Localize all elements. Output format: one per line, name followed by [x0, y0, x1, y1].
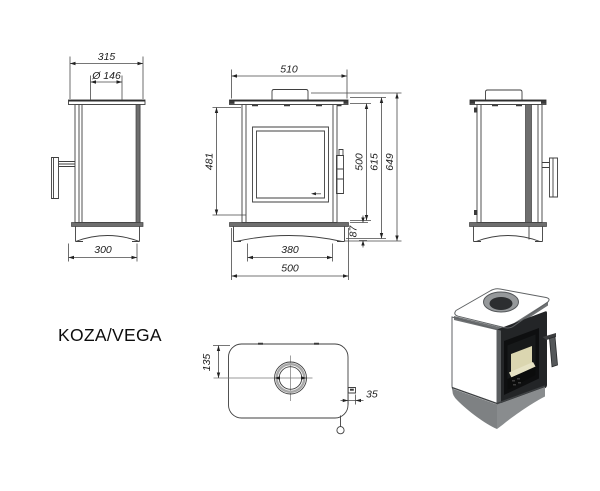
- side-right-outline: [473, 89, 558, 242]
- dim-label: 510: [280, 64, 298, 76]
- arrowhead: [341, 74, 347, 78]
- dim-lines: [231, 228, 349, 280]
- top-plate-edge: [454, 301, 548, 333]
- front-bottom-plate: [229, 222, 349, 227]
- front-plate-ticks: [229, 100, 348, 107]
- arrowhead: [361, 217, 365, 223]
- dim-615: 615: [346, 97, 386, 239]
- dim-label: 500: [354, 153, 366, 171]
- arrowhead: [216, 372, 221, 378]
- dim-label: 649: [384, 153, 396, 171]
- arrowhead: [379, 97, 384, 103]
- arrowhead: [231, 74, 237, 78]
- front-corner-shade: [497, 329, 501, 407]
- dim-380: 380: [247, 243, 333, 262]
- dim-lines: [350, 103, 371, 221]
- arrowhead: [355, 398, 361, 403]
- top-view-body: [228, 343, 349, 419]
- dim-label: 315: [98, 51, 116, 63]
- dim-label: 35: [366, 389, 378, 401]
- arrowhead: [214, 209, 219, 215]
- arrowhead: [231, 274, 237, 278]
- base-side-face: [452, 388, 497, 429]
- dim-649: 649: [311, 92, 402, 242]
- dim-35: 35: [340, 389, 378, 405]
- dim-flue-diameter: Ø 146: [90, 70, 123, 100]
- side-right-door-strip: [525, 104, 532, 223]
- dim-500-right: 500: [350, 103, 371, 221]
- door-handle-front: [336, 149, 344, 194]
- product-photo: [451, 288, 558, 429]
- side-view-left: 315 Ø 146 300: [51, 51, 146, 262]
- flue-collar-hole: [489, 297, 513, 310]
- arrowhead: [361, 240, 365, 246]
- dim-label: 300: [94, 244, 112, 256]
- arrowhead: [395, 235, 399, 241]
- base-front-face: [497, 387, 545, 429]
- arrowhead: [247, 255, 253, 260]
- arrowhead: [327, 255, 333, 260]
- model-name: KOZA/VEGA: [58, 325, 162, 345]
- side-left-bottom-plate: [71, 222, 144, 227]
- dim-label: 615: [369, 153, 381, 171]
- dim-lines: [212, 107, 246, 216]
- side-right-bottom-plate: [469, 222, 547, 227]
- arrowhead: [116, 80, 122, 84]
- side-left-door-strip: [135, 104, 141, 223]
- arrowhead: [364, 103, 369, 109]
- dim-lines: [69, 56, 144, 99]
- dim-481: 481: [204, 107, 246, 216]
- handle-knob: [336, 426, 345, 435]
- arrowhead: [301, 376, 307, 380]
- door-latch: [347, 387, 356, 394]
- dim-135: 135: [201, 345, 230, 378]
- arrowhead: [214, 107, 219, 113]
- side-view-right: [469, 89, 558, 242]
- stove-handle-bar: [549, 336, 558, 368]
- arrowhead: [379, 233, 384, 239]
- dim-300: 300: [68, 243, 138, 262]
- arrowhead: [395, 93, 399, 99]
- arrowhead: [364, 215, 369, 221]
- dim-500-bottom: 500: [231, 228, 349, 280]
- arrowhead: [274, 376, 280, 380]
- arrowhead: [68, 255, 74, 260]
- arrowhead: [131, 255, 137, 260]
- dim-lines: [213, 345, 230, 378]
- dim-label: 135: [201, 354, 213, 372]
- dim-lines: [346, 97, 386, 239]
- dim-lines: [247, 243, 333, 262]
- dim-lines: [231, 69, 348, 99]
- firebox-back-wall: [511, 346, 532, 373]
- side-left-outline: [51, 104, 141, 242]
- front-outline: [233, 89, 345, 242]
- dim-87: 87: [348, 215, 368, 248]
- dim-lines: [311, 92, 402, 242]
- arrowhead: [137, 61, 143, 66]
- firebox-floor: [509, 362, 536, 378]
- dim-label: Ø 146: [91, 70, 121, 82]
- arrowhead: [90, 80, 96, 84]
- dim-label: 87: [348, 225, 360, 238]
- arrowhead: [216, 345, 221, 351]
- body-base-seam: [451, 385, 546, 405]
- stove-top-plate: [454, 288, 550, 329]
- airflow-arrow-icon: [311, 192, 316, 196]
- dim-label: 380: [281, 244, 299, 256]
- stove-handle-bracket: [542, 333, 556, 340]
- dim-315: 315: [69, 51, 144, 99]
- dim-label: 500: [281, 263, 299, 275]
- front-view: 510 481 500 615: [204, 64, 402, 280]
- top-view: 135 35: [201, 342, 378, 435]
- dim-label: 481: [204, 153, 216, 171]
- arrowhead: [342, 398, 349, 403]
- arrowhead: [343, 274, 349, 278]
- arrowhead: [70, 61, 76, 66]
- door-latch-inner: [350, 388, 354, 391]
- dim-510: 510: [231, 64, 348, 99]
- dim-lines: [68, 243, 138, 262]
